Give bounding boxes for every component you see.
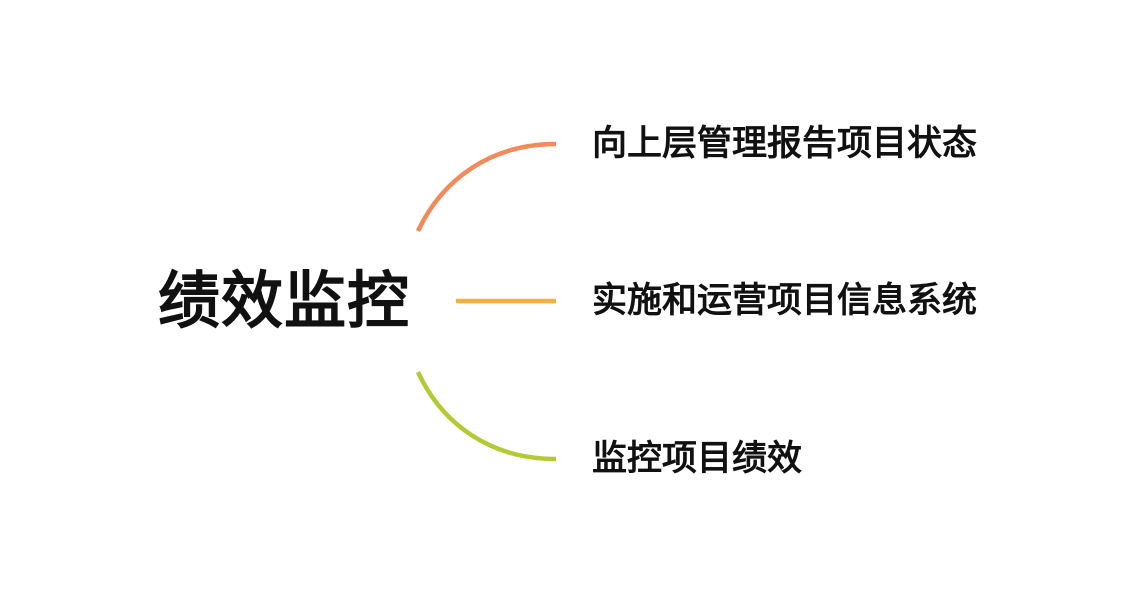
branch-label-monitor-performance: 监控项目绩效	[592, 439, 803, 479]
connector-bottom	[415, 371, 557, 462]
connector-top	[415, 141, 557, 232]
branch-label-report-status: 向上层管理报告项目状态	[592, 124, 978, 164]
central-topic: 绩效监控	[158, 264, 411, 337]
branch-label-info-system: 实施和运营项目信息系统	[592, 281, 978, 321]
